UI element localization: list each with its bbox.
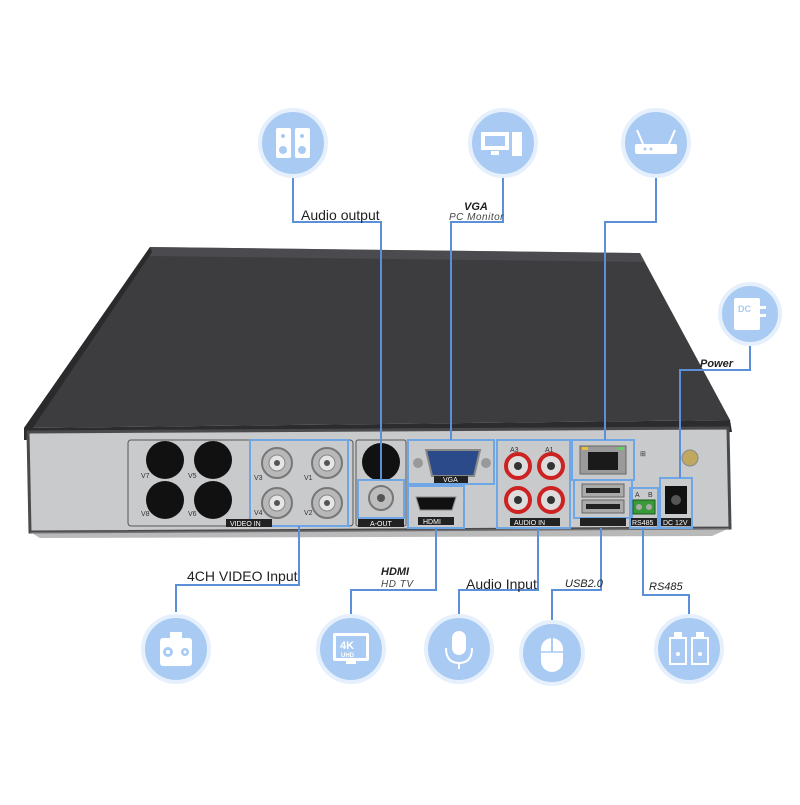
cap-v6 bbox=[194, 481, 232, 519]
label-rs-a: A bbox=[635, 492, 640, 499]
ground-screw bbox=[681, 449, 699, 467]
label-v3: V3 bbox=[254, 475, 263, 482]
callout-lines bbox=[175, 172, 751, 622]
uhd-text: UHD bbox=[341, 653, 355, 659]
4k-text: 4K bbox=[340, 640, 354, 652]
rs485-device-icon bbox=[654, 614, 724, 684]
vga-port bbox=[424, 449, 482, 477]
label-vga-title: VGA bbox=[464, 201, 488, 213]
dc-icon-text: DC bbox=[738, 304, 751, 314]
device-left-edge bbox=[24, 247, 152, 432]
label-video-input: 4CH VIDEO Input bbox=[187, 568, 298, 584]
label-aout: A-OUT bbox=[370, 521, 393, 528]
label-v2: V2 bbox=[304, 510, 313, 517]
label-video-in: VIDEO IN bbox=[230, 521, 261, 528]
label-audio-input: Audio Input bbox=[466, 576, 537, 592]
monitor-icon bbox=[468, 108, 538, 178]
device-bottom bbox=[30, 528, 730, 538]
bnc-connectors bbox=[261, 447, 343, 519]
label-rs-b: B bbox=[648, 492, 653, 499]
label-v7: V7 bbox=[141, 473, 150, 480]
label-usb: USB2.0 bbox=[565, 578, 603, 590]
label-hdmi-title: HDMI bbox=[381, 566, 410, 578]
label-vga-subtitle: PC Monitor bbox=[449, 212, 505, 223]
label-v8: V8 bbox=[141, 511, 150, 518]
cap-v8 bbox=[146, 481, 184, 519]
ptz-camera-icon bbox=[141, 614, 211, 684]
microphone-icon bbox=[424, 614, 494, 684]
video-in-tag bbox=[226, 519, 272, 527]
label-a1: A1 bbox=[545, 447, 554, 454]
label-v6: V6 bbox=[188, 511, 197, 518]
label-audio-in: AUDIO IN bbox=[514, 520, 545, 527]
dc-adapter-icon: DC bbox=[718, 282, 782, 346]
label-v1: V1 bbox=[304, 475, 313, 482]
dc-highlight-box bbox=[659, 477, 693, 529]
panel-connectors: V7 V5 V8 V6 V3 V1 V4 V2 VIDEO IN bbox=[127, 439, 699, 529]
rs485-terminal bbox=[632, 499, 656, 515]
mouse-icon bbox=[519, 620, 585, 686]
label-rs485-panel: RS485 bbox=[632, 520, 654, 527]
svg-text:⊞: ⊞ bbox=[640, 451, 646, 458]
label-v5: V5 bbox=[188, 473, 197, 480]
label-v4: V4 bbox=[254, 510, 263, 517]
cap-v5 bbox=[194, 441, 232, 479]
label-audio-output: Audio output bbox=[301, 207, 380, 223]
device-top-edge bbox=[146, 247, 645, 262]
device-top bbox=[24, 247, 730, 428]
label-a3: A3 bbox=[510, 447, 519, 454]
hdmi-port bbox=[415, 496, 457, 511]
label-hdmi: HDMI bbox=[423, 519, 441, 526]
label-hdmi-subtitle: HD TV bbox=[381, 579, 414, 590]
label-power: Power bbox=[700, 358, 734, 370]
4k-uhd-tv-icon: 4K UHD bbox=[316, 614, 386, 684]
label-vga: VGA bbox=[443, 477, 458, 484]
audio-in-highlight-box bbox=[496, 439, 571, 529]
router-icon bbox=[621, 108, 691, 178]
speaker-icon bbox=[258, 108, 328, 178]
cap-v7 bbox=[146, 441, 184, 479]
label-dc12v: DC 12V bbox=[663, 520, 688, 527]
label-rs485: RS485 bbox=[649, 581, 683, 593]
